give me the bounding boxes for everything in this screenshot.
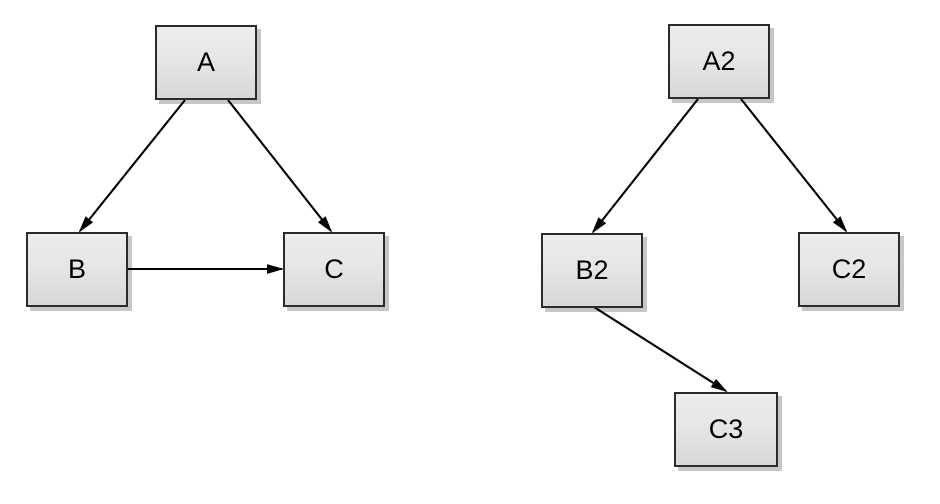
edge-a2-c2 [740,98,848,233]
arrowhead [317,216,333,233]
node-b[interactable]: B [26,232,128,307]
node-label: C2 [831,254,867,284]
node-label: C [324,254,344,284]
edge-line [593,306,727,392]
arrowhead [832,216,848,233]
edge-b-c [128,264,284,274]
edge-line [740,98,847,232]
arrowhead [78,216,94,233]
node-label: B2 [575,255,609,285]
arrowhead [591,217,607,234]
node-label: A [196,47,215,77]
node-label: C3 [708,414,744,444]
node-a2[interactable]: A2 [668,24,770,99]
arrowhead [267,264,284,274]
arrowhead [710,378,728,393]
node-b2[interactable]: B2 [541,233,643,308]
edge-a-c [227,99,333,233]
node-label: A2 [702,46,736,76]
edge-line [592,98,699,233]
edge-b2-c3 [593,306,728,393]
node-a[interactable]: A [155,25,257,100]
edge-line [227,99,332,232]
node-label: B [67,254,86,284]
node-c3[interactable]: C3 [674,392,778,467]
edge-a2-b2 [591,98,699,234]
edge-a-b [78,99,186,233]
edge-line [79,99,186,232]
node-c[interactable]: C [283,232,385,307]
node-c2[interactable]: C2 [798,232,900,307]
